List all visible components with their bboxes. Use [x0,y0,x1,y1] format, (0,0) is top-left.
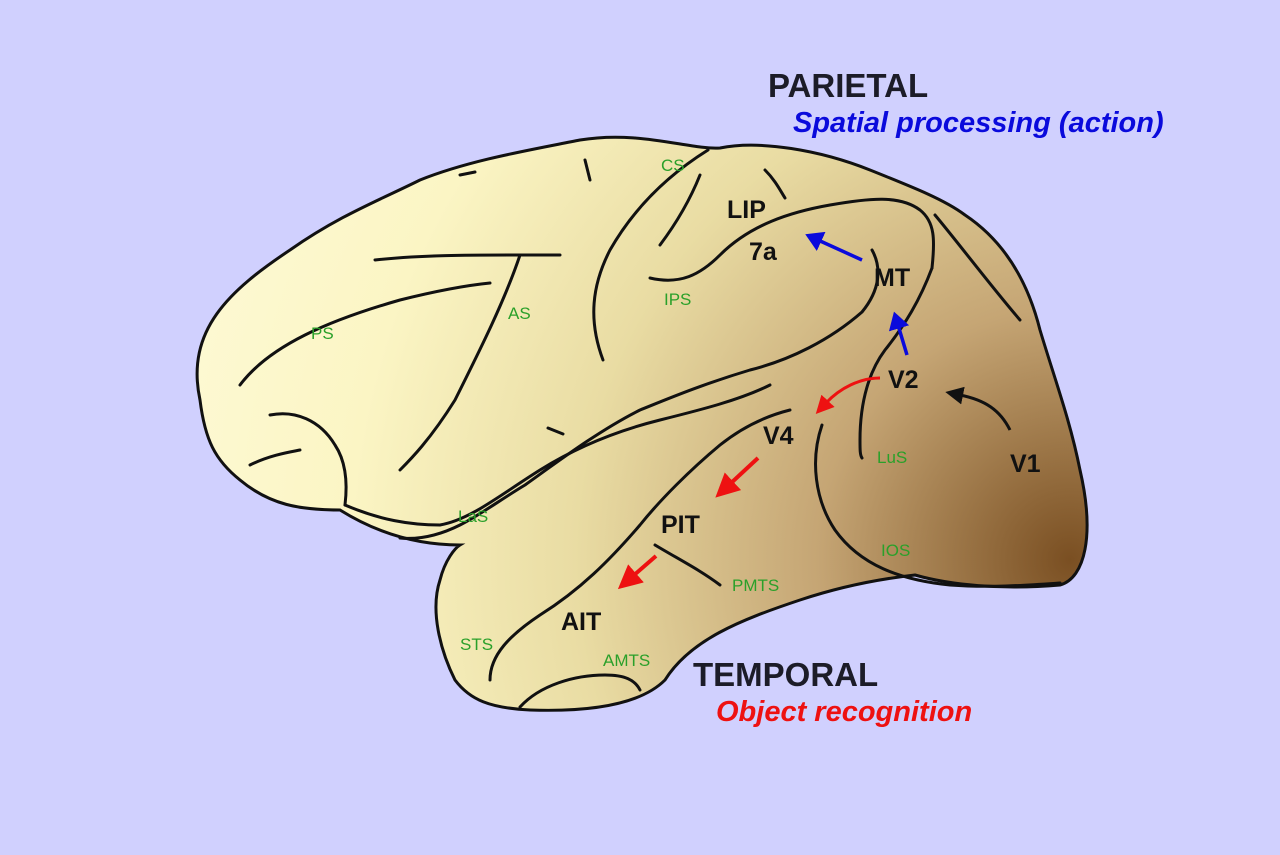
temporal-heading: TEMPORAL Object recognition [693,656,972,728]
frontal-top-mark [583,158,592,182]
pmts-line [653,543,722,587]
arrow-v1-to-v2 [945,386,1012,431]
sts-upper-line [398,248,880,540]
principal-sulcus-line [238,281,492,387]
frontal-lower-line [268,412,348,507]
label-cs: CS [661,156,685,175]
sts-lower-line [488,408,792,682]
label-as: AS [508,304,531,323]
lateral-sulcus-line [343,383,772,527]
label-ips: IPS [664,290,691,309]
parietal-title: PARIETAL [768,67,928,104]
central-sulcus-line [592,148,710,362]
label-7a: 7a [749,238,778,266]
frontal-top-mark-2 [458,170,477,177]
label-ios: IOS [881,541,910,560]
arrow-v2-to-mt [888,311,910,356]
intraparietal-sulcus-line [648,197,936,282]
label-lip: LIP [727,196,766,224]
pathway-arrows [617,231,1012,590]
label-v1: V1 [1010,450,1041,478]
arcuate-vertical-line [398,253,522,472]
arrow-v4-to-pit [715,456,760,498]
label-pmts: PMTS [732,576,779,595]
label-ait: AIT [561,608,601,636]
arrow-v2-to-v4 [815,376,881,414]
occipital-vertical-line [933,213,1022,322]
label-pit: PIT [661,511,700,539]
arcuate-sulcus-line [373,253,562,262]
sulcus-labels: CS IPS AS PS LaS LuS IOS PMTS STS AMTS [311,156,910,670]
inferior-occipital-sulcus-line [814,423,1062,588]
label-ps: PS [311,324,334,343]
label-las: LaS [458,507,488,526]
temporal-function: Object recognition [716,696,972,728]
label-lus: LuS [877,448,907,467]
area-labels: LIP 7a MT V2 V4 V1 PIT AIT [561,196,1041,636]
label-amts: AMTS [603,651,650,670]
label-mt: MT [874,264,910,292]
arrow-mt-to-7a [805,231,863,262]
label-v2: V2 [888,366,919,394]
ips-branch [658,173,702,247]
frontal-dash [546,426,565,436]
label-v4: V4 [763,422,794,450]
parietal-heading: PARIETAL Spatial processing (action) [768,67,1164,139]
sulci-lines [238,148,1062,709]
parietal-function: Spatial processing (action) [793,107,1164,139]
frontal-small-line [248,448,302,467]
cs-upper-branch [763,168,787,200]
label-sts: STS [460,635,493,654]
amts-line [518,673,642,709]
temporal-title: TEMPORAL [693,656,878,693]
arrow-pit-to-ait [617,554,658,590]
